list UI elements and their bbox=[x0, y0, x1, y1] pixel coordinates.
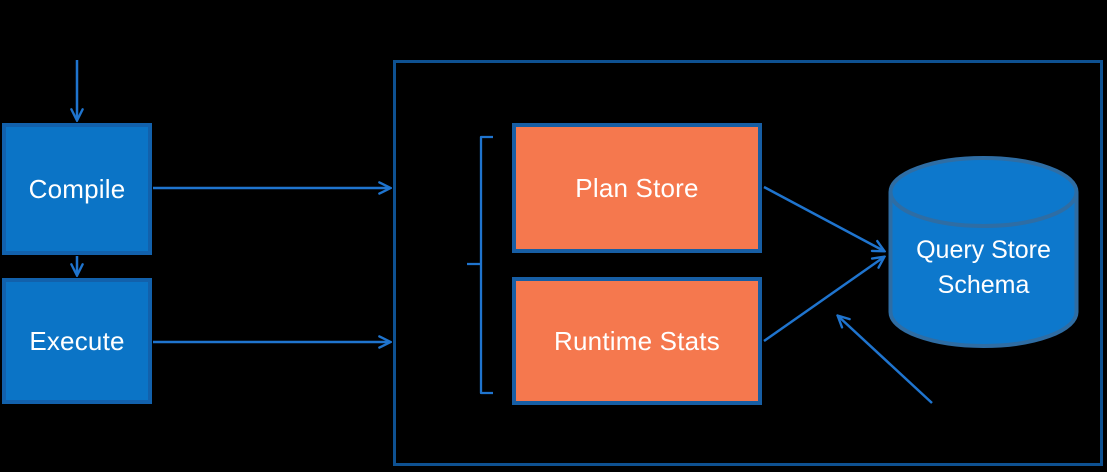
query-store-schema-line2: Schema bbox=[937, 271, 1030, 299]
node-execute-label: Execute bbox=[29, 325, 125, 356]
database-cylinder-icon bbox=[888, 156, 1079, 348]
query-store-schema-line1: Query Store bbox=[916, 236, 1051, 264]
left-brace-bracket bbox=[467, 135, 493, 395]
database-cylinder-top bbox=[888, 156, 1079, 228]
node-runtime-stats: Runtime Stats bbox=[512, 277, 762, 405]
query-store-container-box bbox=[393, 60, 1103, 466]
node-query-store-schema-label: Query Store Schema bbox=[890, 233, 1077, 303]
node-execute: Execute bbox=[2, 278, 152, 404]
database-cylinder-body bbox=[888, 192, 1079, 348]
node-compile: Compile bbox=[2, 123, 152, 255]
node-plan-store-label: Plan Store bbox=[575, 172, 699, 203]
node-compile-label: Compile bbox=[28, 173, 126, 204]
node-plan-store: Plan Store bbox=[512, 123, 762, 253]
arrow-external-to-schema bbox=[838, 316, 933, 404]
arrow-runtime-stats-to-schema bbox=[763, 257, 884, 343]
node-runtime-stats-label: Runtime Stats bbox=[554, 325, 720, 356]
arrow-plan-store-to-schema bbox=[763, 185, 884, 251]
